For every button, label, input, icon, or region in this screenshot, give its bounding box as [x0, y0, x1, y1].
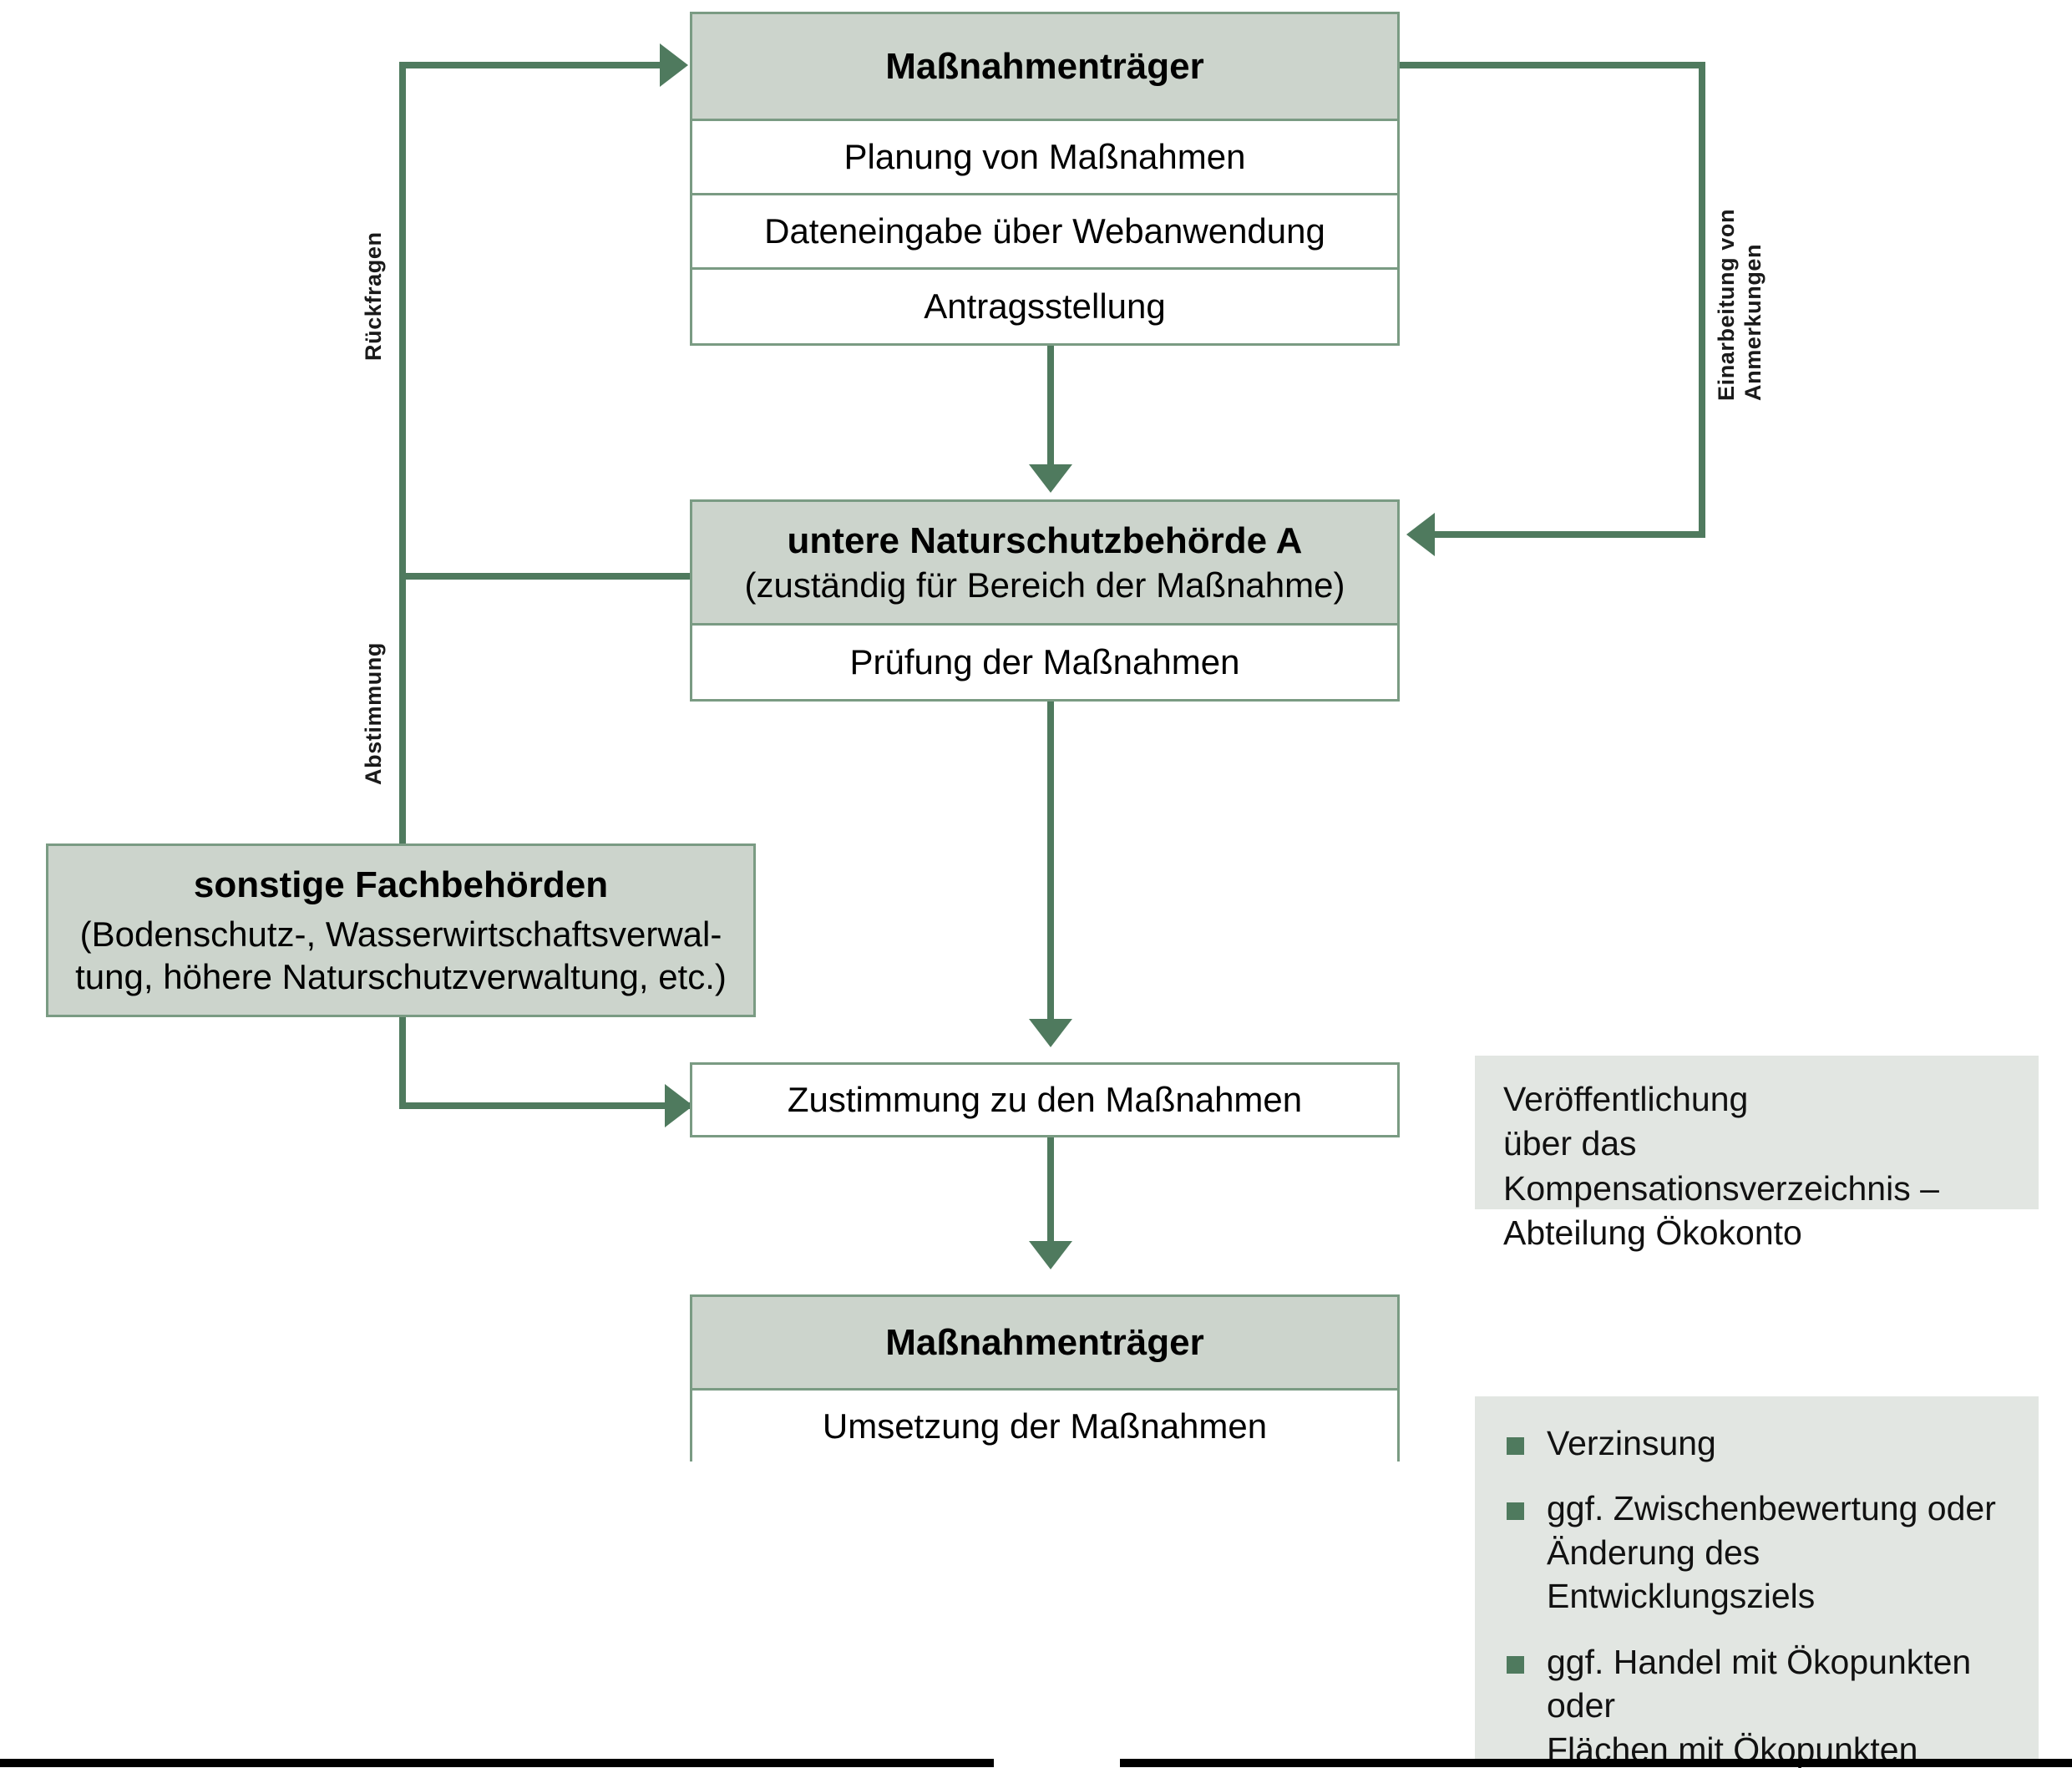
- connector-einarbeitung-horizontal-top: [1396, 62, 1705, 68]
- bullet-square-icon: [1507, 1655, 1524, 1674]
- node-massnahmentraeger-top: Maßnahmenträger Planung von Maßnahmen Da…: [690, 12, 1400, 346]
- list-item: ggf. Handel mit Ökopunkten oder Flächen …: [1503, 1640, 2019, 1768]
- node-untere-naturschutzbehoerde-subtitle: (zuständig für Bereich der Maßnahme): [744, 565, 1345, 605]
- connector-abstimmung-vertical-lower: [399, 1017, 406, 1109]
- panel-oekokonto-bullets: Verzinsung ggf. Zwischenbewertung oder Ä…: [1475, 1396, 2039, 1768]
- node-massnahmentraeger-bottom: Maßnahmenträger Umsetzung der Maßnahmen: [690, 1294, 1400, 1462]
- node-untere-naturschutzbehoerde: untere Naturschutzbehörde A (zuständig f…: [690, 499, 1400, 702]
- node-massnahmentraeger-top-row-2-label: Antragsstellung: [924, 286, 1166, 327]
- panel-veroeffentlichung: Veröffentlichung über das Kompensationsv…: [1475, 1056, 2039, 1252]
- arrow-einarbeitung-into-naturschutz-box: [1406, 513, 1435, 556]
- node-untere-naturschutzbehoerde-row-0: Prüfung der Maßnahmen: [692, 626, 1397, 699]
- node-sonstige-fachbehoerden-body: sonstige Fachbehörden (Bodenschutz-, Was…: [48, 846, 753, 1015]
- bullet-square-icon: [1507, 1437, 1524, 1455]
- panel-veroeffentlichung-line2: über das Kompensationsverzeichnis –: [1503, 1124, 1939, 1208]
- bullet-square-icon: [1507, 1502, 1524, 1521]
- list-item: ggf. Zwischenbewertung oder Änderung des…: [1503, 1487, 2019, 1618]
- node-massnahmentraeger-bottom-row-0-label: Umsetzung der Maßnahmen: [822, 1406, 1268, 1446]
- node-massnahmentraeger-top-row-0-label: Planung von Maßnahmen: [843, 137, 1246, 177]
- connector-rueckfragen-horizontal-top: [399, 62, 683, 68]
- connector-top-to-naturschutz: [1047, 346, 1054, 473]
- list-item-line1: Verzinsung: [1547, 1424, 1716, 1462]
- arrow-zustimmung-to-massnahmentraeger: [1029, 1241, 1072, 1269]
- node-massnahmentraeger-top-header: Maßnahmenträger: [692, 14, 1397, 121]
- node-massnahmentraeger-top-title: Maßnahmenträger: [885, 45, 1204, 87]
- connector-abstimmung-vertical-upper: [399, 573, 406, 843]
- arrow-abstimmung-into-zustimmung: [665, 1084, 693, 1127]
- node-untere-naturschutzbehoerde-title: untere Naturschutzbehörde A: [787, 520, 1303, 562]
- node-untere-naturschutzbehoerde-row-0-label: Prüfung der Maßnahmen: [849, 642, 1240, 682]
- node-sonstige-fachbehoerden: sonstige Fachbehörden (Bodenschutz-, Was…: [46, 843, 756, 1017]
- node-massnahmentraeger-top-row-1-label: Dateneingabe über Webanwendung: [764, 211, 1325, 251]
- list-item-line1: ggf. Zwischenbewertung oder: [1547, 1489, 1996, 1528]
- node-massnahmentraeger-top-row-1: Dateneingabe über Webanwendung: [692, 195, 1397, 270]
- edge-label-abstimmung: Abstimmung: [361, 642, 386, 785]
- node-untere-naturschutzbehoerde-header: untere Naturschutzbehörde A (zuständig f…: [692, 502, 1397, 626]
- node-massnahmentraeger-top-row-2: Antragsstellung: [692, 270, 1397, 343]
- connector-rueckfragen-vertical: [399, 62, 406, 580]
- connector-abstimmung-horizontal: [399, 573, 692, 580]
- node-massnahmentraeger-bottom-title: Maßnahmenträger: [885, 1321, 1204, 1363]
- panel-veroeffentlichung-line3: Abteilung Ökokonto: [1503, 1213, 1802, 1252]
- edge-label-rueckfragen: Rückfragen: [361, 231, 386, 361]
- connector-zustimmung-to-massnahmentraeger: [1047, 1137, 1054, 1249]
- bottom-rule-right: [1120, 1759, 2072, 1767]
- panel-veroeffentlichung-line1: Veröffentlichung: [1503, 1080, 1749, 1118]
- edge-label-einarbeitung-line1: Einarbeitung von: [1714, 208, 1739, 401]
- list-item-line1: ggf. Handel mit Ökopunkten oder: [1547, 1642, 1972, 1725]
- node-zustimmung: Zustimmung zu den Maßnahmen: [690, 1062, 1400, 1137]
- connector-abstimmung-to-zustimmung: [399, 1102, 698, 1109]
- node-sonstige-fachbehoerden-subtitle-line2: tung, höhere Naturschutzverwaltung, etc.…: [75, 956, 727, 996]
- node-zustimmung-label: Zustimmung zu den Maßnahmen: [787, 1080, 1303, 1120]
- node-zustimmung-row: Zustimmung zu den Maßnahmen: [692, 1065, 1397, 1135]
- arrow-rueckfragen-into-top-box: [660, 43, 688, 87]
- node-sonstige-fachbehoerden-title: sonstige Fachbehörden: [193, 864, 609, 905]
- connector-einarbeitung-vertical: [1699, 62, 1705, 538]
- bottom-rule-left: [0, 1759, 994, 1767]
- edge-label-einarbeitung-line2: Anmerkungen: [1740, 243, 1766, 401]
- connector-einarbeitung-horizontal-bottom: [1435, 531, 1705, 538]
- arrow-top-to-naturschutz: [1029, 464, 1072, 493]
- node-sonstige-fachbehoerden-subtitle-line1: (Bodenschutz-, Wasserwirtschaftsverwal-: [79, 914, 722, 954]
- list-item-line2: Änderung des Entwicklungsziels: [1547, 1532, 1816, 1616]
- edge-label-einarbeitung: Einarbeitung von Anmerkungen: [1714, 209, 1767, 401]
- arrow-pruefung-to-zustimmung: [1029, 1019, 1072, 1047]
- connector-pruefung-to-zustimmung: [1047, 702, 1054, 1027]
- node-massnahmentraeger-top-row-0: Planung von Maßnahmen: [692, 121, 1397, 195]
- node-massnahmentraeger-bottom-row-0: Umsetzung der Maßnahmen: [692, 1391, 1397, 1462]
- node-massnahmentraeger-bottom-header: Maßnahmenträger: [692, 1297, 1397, 1391]
- list-item: Verzinsung: [1503, 1421, 2019, 1465]
- oekokonto-bullet-list: Verzinsung ggf. Zwischenbewertung oder Ä…: [1503, 1421, 2019, 1768]
